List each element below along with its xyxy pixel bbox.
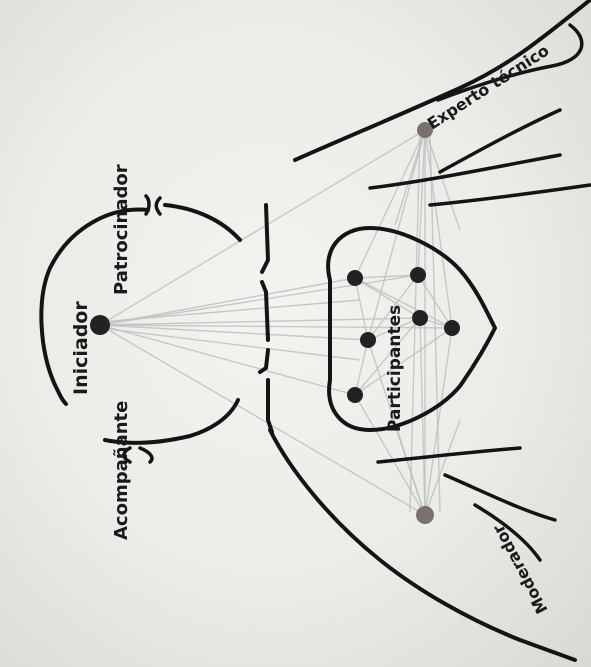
patrocinador-label: Patrocinador [111,164,132,295]
participant-node [360,332,376,348]
funnel-lines [270,0,590,660]
iniciador-label: Iniciador [70,301,92,395]
acompanante-label: Acompañante [111,401,132,540]
participantes-label: Participantes [385,305,405,432]
bracket-wall [260,205,272,432]
connection-lines [100,130,460,515]
experto-label: Experto técnico [424,41,553,134]
participant-node [444,320,460,336]
moderador-node [416,506,434,524]
participant-node [412,310,428,326]
participant-node [347,387,363,403]
participant-node [410,267,426,283]
participant-node [347,270,363,286]
iniciador-node [90,315,110,335]
